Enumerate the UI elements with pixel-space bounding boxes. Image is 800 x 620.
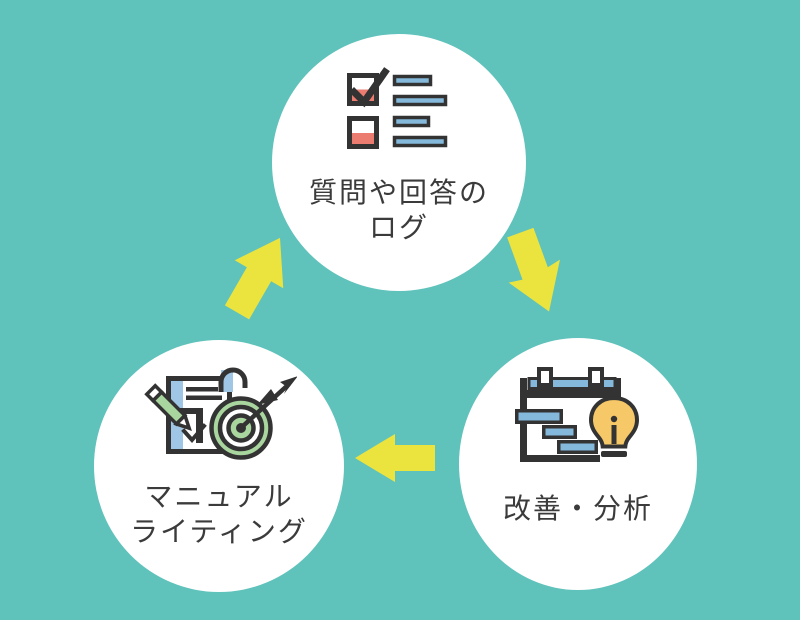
gantt-chart-lightbulb-icon [515,362,641,467]
checklist-icon [347,66,451,163]
arrow-up-right-icon [224,237,284,320]
pencil-document-target-icon [141,356,298,473]
node-improve-analyze-label: 改善・分析 [502,493,653,524]
arrow-left-icon [355,434,435,482]
node-qa-log-label: 質問や回答の ログ [308,177,489,243]
node-manual-writing-label: マニュアル ライティング [130,481,308,547]
arrow-down-right-icon [507,228,560,312]
node-qa-log: 質問や回答の ログ [272,34,526,291]
node-improve-analyze: 改善・分析 [459,338,697,590]
node-manual-writing: マニュアル ライティング [94,340,344,592]
